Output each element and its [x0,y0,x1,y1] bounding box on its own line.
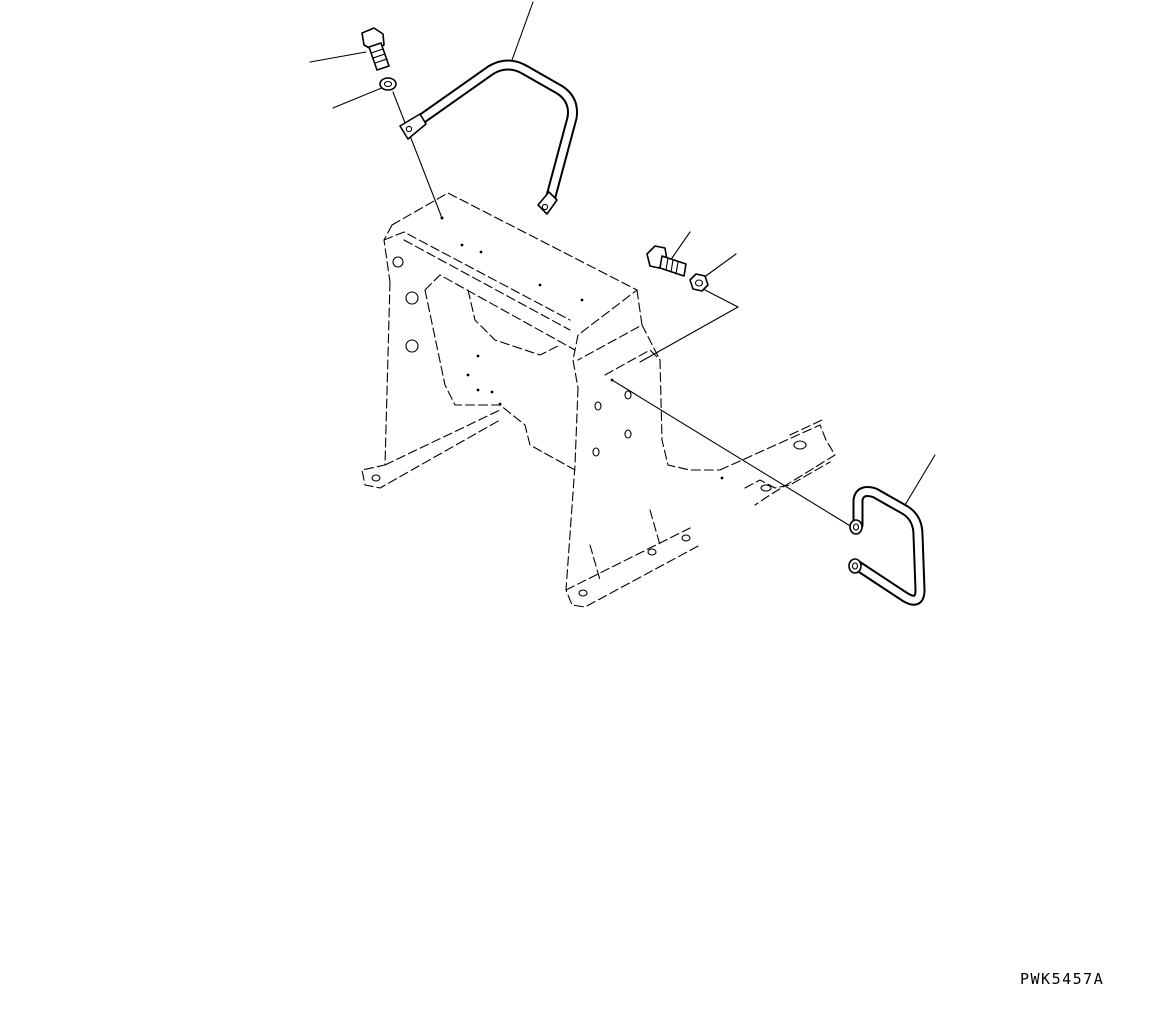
nut-middle [689,273,709,292]
leader-lines [309,1,936,506]
upper-handrail [399,59,578,215]
lower-handrail [848,486,926,606]
washer-upper [379,77,397,91]
drawing-number: PWK5457A [1020,970,1105,988]
cab-frame [361,192,836,608]
bolt-middle [646,245,687,277]
assembly-lines [392,91,853,528]
bolt-upper [361,27,390,71]
